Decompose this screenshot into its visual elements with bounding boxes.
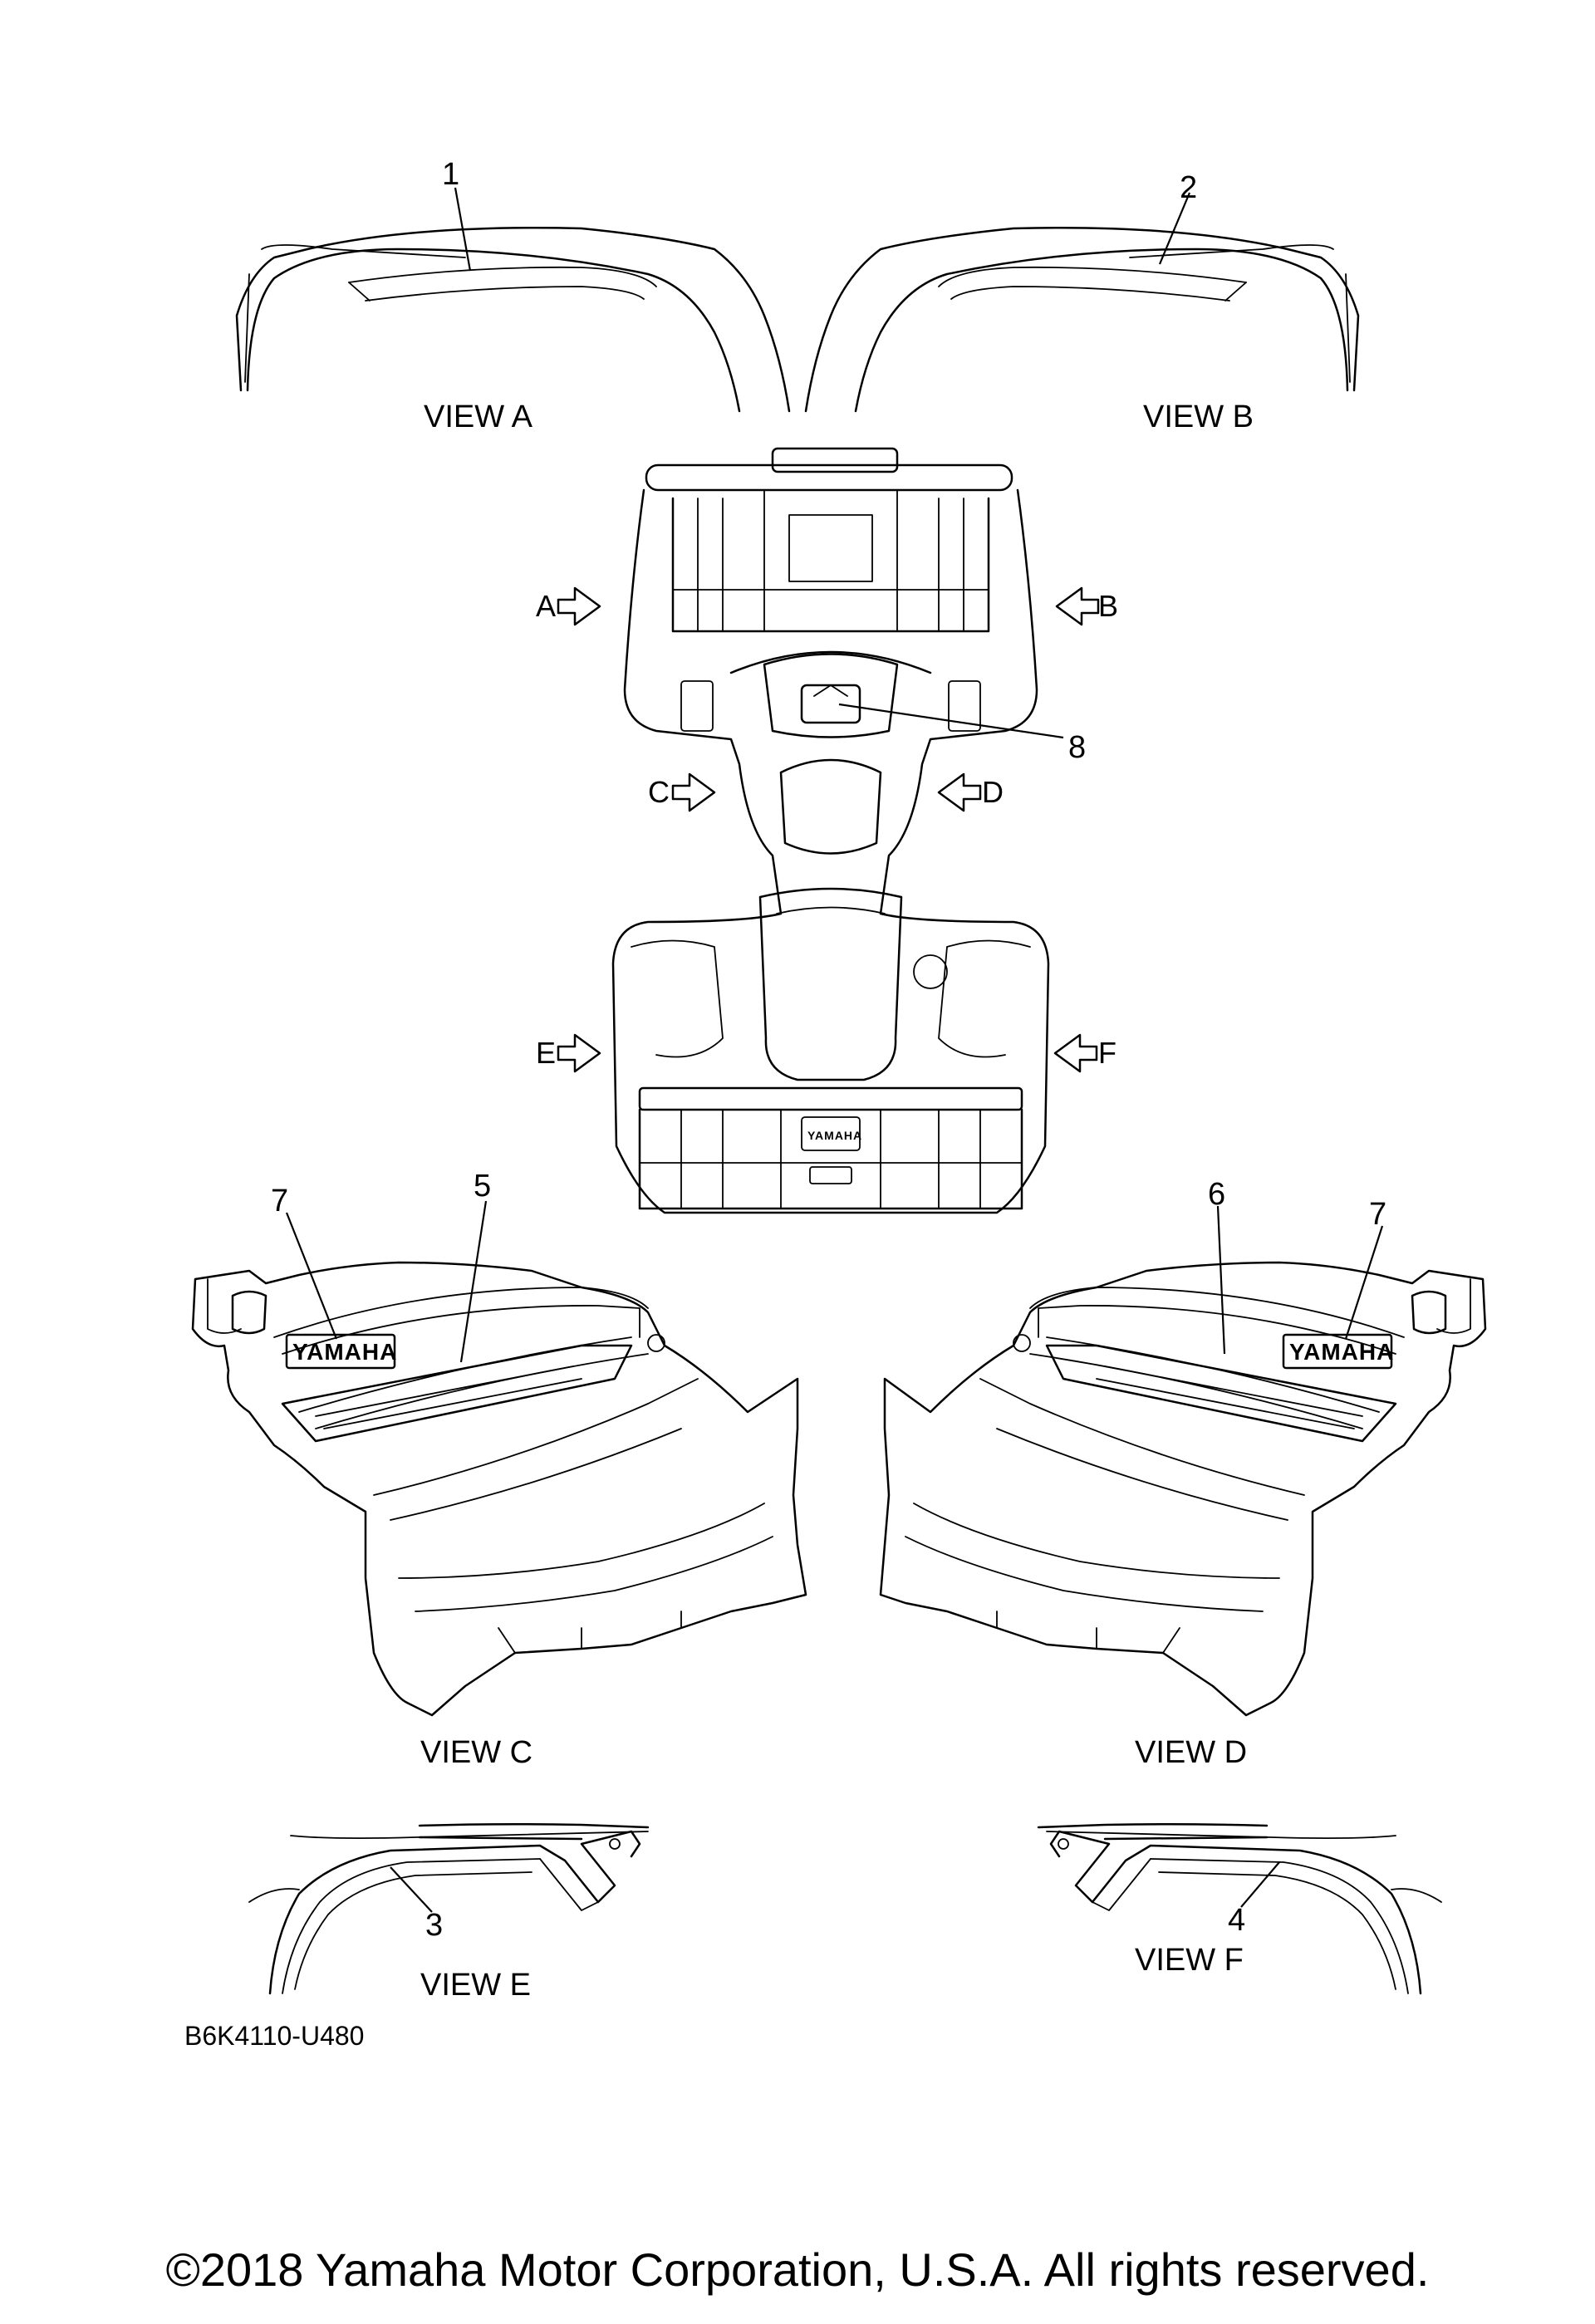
callout-4: 4 [1228,1903,1245,1938]
leader-1 [454,187,472,272]
view-a-fender [235,227,791,413]
view-c-label: VIEW C [420,1735,532,1770]
view-e-label: VIEW E [420,1968,531,2003]
rear-brand-decal: YAMAHA [807,1129,862,1142]
view-arrow-e: E [536,1033,601,1073]
leader-6 [1216,1205,1226,1355]
view-arrow-d: D [937,772,1004,812]
view-f-rear-fender [1037,1822,1442,1995]
callout-3: 3 [425,1908,443,1943]
callout-8: 8 [1068,730,1086,765]
view-c-side-body: YAMAHA [191,1261,807,1717]
view-arrow-a-letter: A [536,589,556,623]
view-arrow-b: B [1055,586,1118,626]
view-f-label: VIEW F [1135,1943,1244,1978]
leader-8 [838,703,1064,739]
leader-7-right [1344,1225,1384,1340]
view-arrow-f: F [1053,1033,1116,1073]
callout-2: 2 [1180,170,1197,205]
view-arrow-e-letter: E [536,1036,556,1070]
view-arrow-a: A [536,586,601,626]
view-d-side-body: YAMAHA [879,1261,1487,1717]
atv-top-view: YAMAHA [611,447,1050,1214]
view-a-label: VIEW A [424,400,533,434]
leader-2 [1158,192,1191,265]
callout-7-left: 7 [271,1184,288,1218]
diagram-code: B6K4110-U480 [184,2021,364,2051]
callout-6: 6 [1208,1177,1225,1212]
leader-5 [459,1200,488,1363]
leader-4 [1240,1861,1280,1908]
callout-5: 5 [474,1169,491,1204]
view-d-label: VIEW D [1135,1735,1247,1770]
view-b-fender [804,227,1360,413]
brand-decal-left: YAMAHA [292,1339,397,1365]
copyright-notice: ©2018 Yamaha Motor Corporation, U.S.A. A… [165,2243,1430,2296]
callout-7-right: 7 [1369,1197,1386,1232]
callout-1: 1 [442,157,459,192]
view-arrow-f-letter: F [1098,1036,1116,1070]
view-arrow-c-letter: C [648,775,670,809]
brand-decal-right: YAMAHA [1289,1339,1394,1365]
view-e-rear-fender [248,1822,650,1995]
leader-3 [390,1866,433,1913]
view-arrow-d-letter: D [982,775,1004,809]
view-arrow-b-letter: B [1098,589,1118,623]
view-b-label: VIEW B [1143,400,1254,434]
leader-7-left [285,1212,338,1340]
view-arrow-c: C [648,772,716,812]
